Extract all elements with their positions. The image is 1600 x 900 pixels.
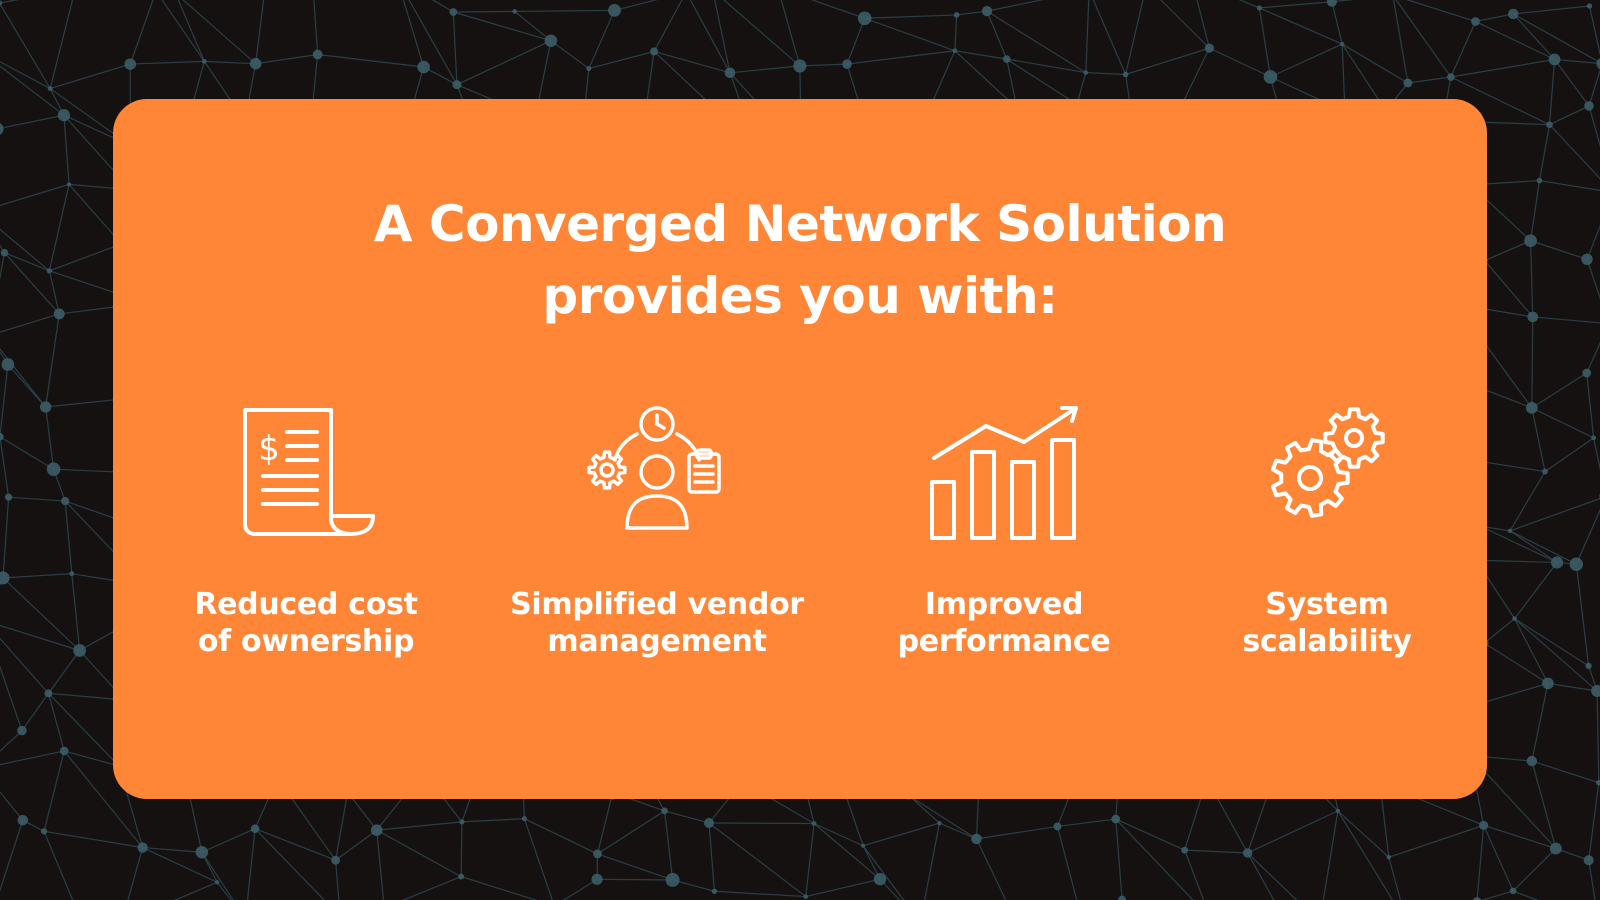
feature-label: Reduced cost of ownership: [194, 587, 418, 659]
svg-text:$: $: [258, 429, 280, 469]
feature-label: Simplified vendor management: [510, 587, 804, 659]
headline: A Converged Network Solution provides yo…: [0, 188, 1600, 332]
feature-label: System scalability: [1242, 587, 1412, 659]
headline-line-2: provides you with:: [542, 267, 1058, 325]
gears-icon: [1270, 407, 1385, 518]
invoice-icon: $: [243, 408, 375, 536]
vendor-management-icon: [587, 406, 721, 530]
info-card: [113, 99, 1487, 799]
feature-label: Improved performance: [897, 587, 1111, 659]
growth-chart-icon: [930, 406, 1078, 540]
headline-line-1: A Converged Network Solution: [373, 195, 1227, 253]
